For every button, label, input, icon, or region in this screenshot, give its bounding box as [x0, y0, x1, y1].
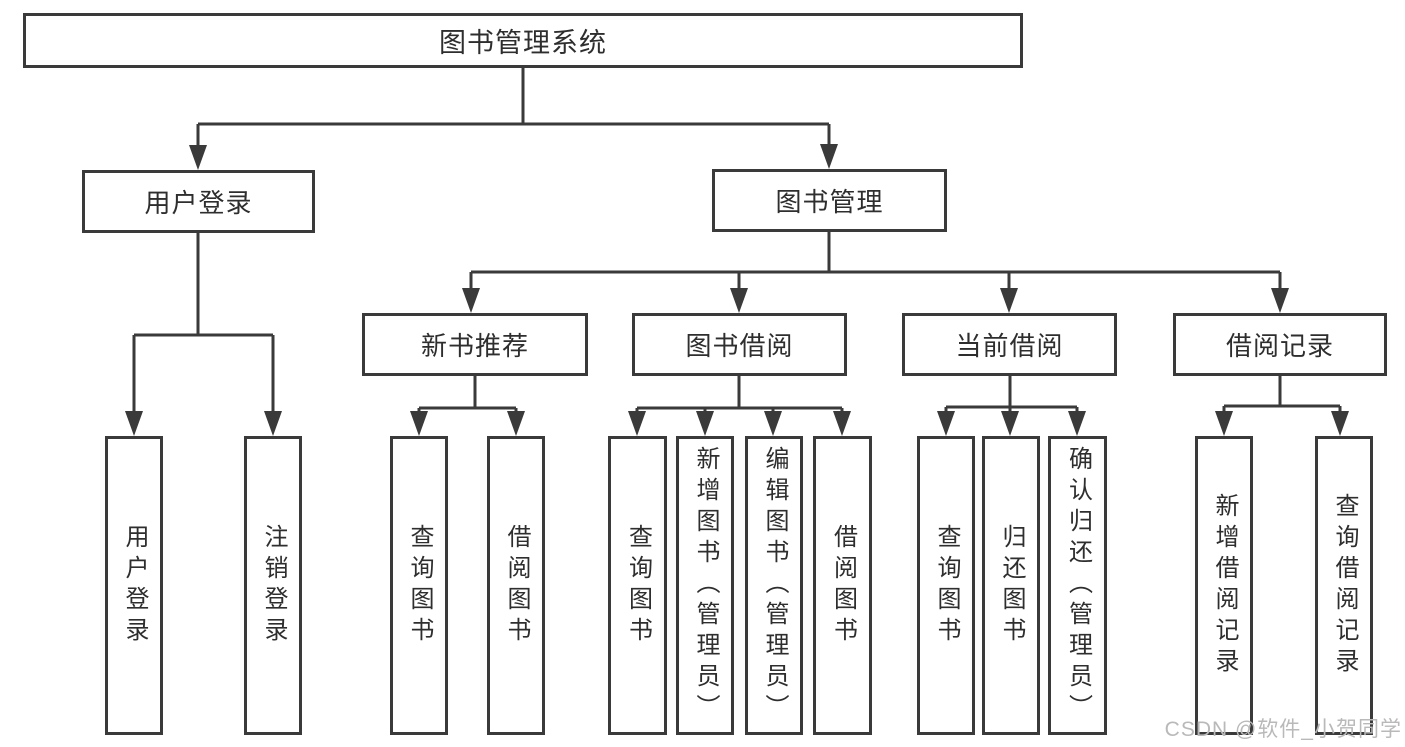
node-label: 注销登录: [260, 523, 287, 648]
leaf-user-login: 用户登录: [105, 436, 163, 735]
arrowhead-icon: [730, 288, 748, 313]
leaf-query-books-current: 查询图书: [917, 436, 975, 735]
leaf-return-book: 归还图书: [982, 436, 1040, 735]
node-label: 借阅图书: [829, 523, 857, 648]
arrowhead-icon: [462, 288, 480, 313]
connector-borrow-records-to-leaves: [1215, 375, 1349, 436]
node-label: 查询图书: [624, 523, 652, 648]
node-borrowing-records: 借阅记录: [1173, 313, 1387, 376]
arrowhead-icon: [833, 411, 851, 436]
node-label: 用户登录: [144, 188, 253, 218]
leaf-query-books-recommend: 查询图书: [390, 436, 448, 735]
node-label: 新增图书（管理员）: [692, 446, 719, 725]
node-label: 查询借阅记录: [1331, 492, 1358, 679]
leaf-add-borrow-record: 新增借阅记录: [1195, 436, 1253, 735]
arrowhead-icon: [189, 145, 207, 170]
node-book-borrowing: 图书借阅: [632, 313, 847, 376]
node-label: 归还图书: [998, 523, 1025, 648]
node-label: 查询图书: [933, 523, 960, 648]
node-label: 编辑图书（管理员）: [761, 446, 788, 725]
arrowhead-icon: [507, 411, 525, 436]
leaf-borrow-books-recommend: 借阅图书: [487, 436, 545, 735]
node-library-mgmt-system: 图书管理系统: [23, 13, 1023, 68]
arrowhead-icon: [125, 411, 143, 436]
connector-root-to-level2: [189, 68, 838, 170]
node-label: 用户登录: [121, 523, 148, 648]
arrowhead-icon: [410, 411, 428, 436]
node-new-book-recommend: 新书推荐: [362, 313, 588, 376]
node-label: 借阅记录: [1225, 331, 1334, 361]
arrowhead-icon: [1068, 411, 1086, 436]
node-label: 借阅图书: [503, 523, 530, 648]
connector-new-book-rec-to-leaves: [410, 376, 525, 436]
leaf-add-book-admin: 新增图书（管理员）: [676, 436, 734, 735]
leaf-edit-book-admin: 编辑图书（管理员）: [745, 436, 803, 735]
arrowhead-icon: [937, 411, 955, 436]
node-user-login-branch: 用户登录: [82, 170, 315, 233]
node-current-borrowing: 当前借阅: [902, 313, 1117, 376]
node-label: 图书借阅: [685, 331, 794, 361]
node-book-management: 图书管理: [712, 169, 947, 232]
arrowhead-icon: [1215, 411, 1233, 436]
node-label: 图书管理系统: [439, 28, 607, 58]
arrowhead-icon: [696, 411, 714, 436]
node-label: 图书管理: [775, 187, 884, 217]
arrowhead-icon: [764, 411, 782, 436]
arrowhead-icon: [1001, 411, 1019, 436]
arrowhead-icon: [1331, 411, 1349, 436]
leaf-logout: 注销登录: [244, 436, 302, 735]
node-label: 新增借阅记录: [1211, 492, 1238, 679]
node-label: 新书推荐: [420, 331, 529, 361]
node-label: 查询图书: [406, 523, 433, 648]
watermark: CSDN @软件_小贺同学: [1164, 718, 1402, 741]
arrowhead-icon: [1271, 288, 1289, 313]
leaf-query-borrow-record: 查询借阅记录: [1315, 436, 1373, 735]
arrowhead-icon: [820, 144, 838, 169]
arrowhead-icon: [1000, 288, 1018, 313]
connector-current-borrow-to-leaves: [937, 376, 1086, 436]
arrowhead-icon: [628, 411, 646, 436]
connector-book-mgmt-to-level3: [462, 232, 1289, 313]
arrowhead-icon: [264, 411, 282, 436]
leaf-query-books-borrow: 查询图书: [608, 436, 667, 735]
node-label: 当前借阅: [955, 331, 1064, 361]
node-label: 确认归还（管理员）: [1064, 446, 1092, 725]
connector-user-login-to-leaves: [125, 233, 282, 436]
leaf-confirm-return-admin: 确认归还（管理员）: [1048, 436, 1107, 735]
connector-book-borrow-to-leaves: [628, 375, 851, 436]
leaf-borrow-books: 借阅图书: [813, 436, 872, 735]
